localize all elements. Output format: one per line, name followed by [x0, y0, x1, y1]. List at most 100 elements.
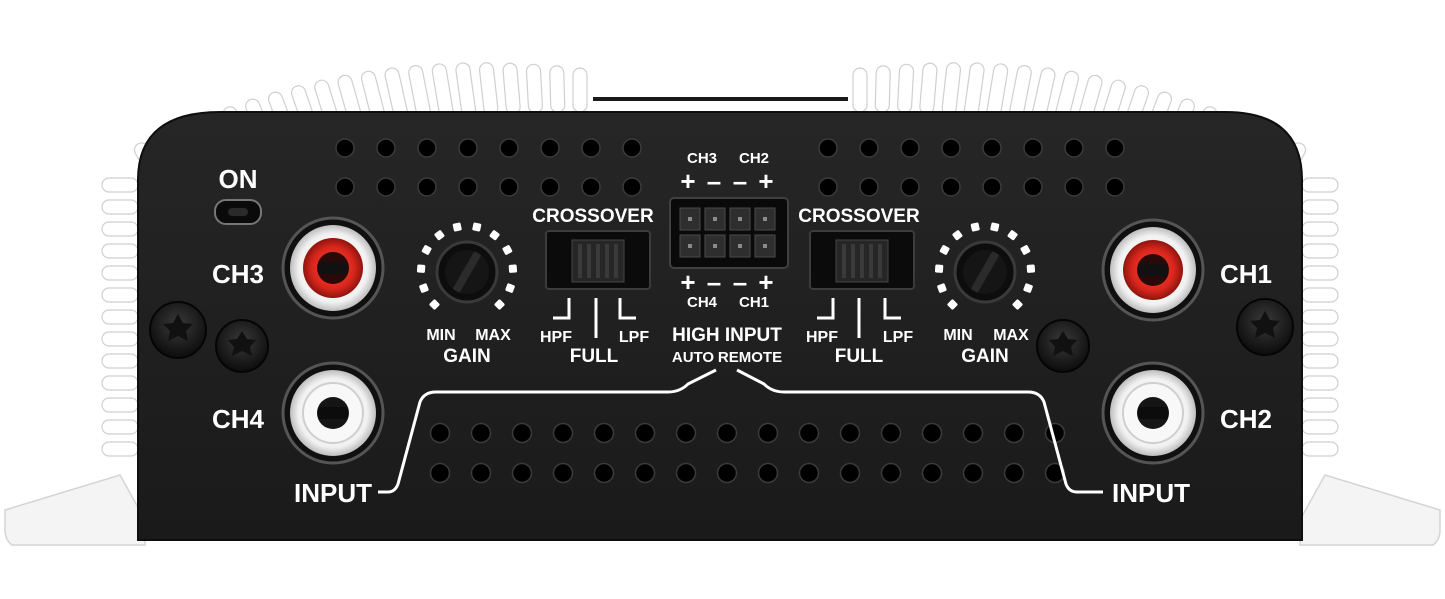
heatsink-fin	[101, 375, 139, 391]
vent-hole	[1105, 138, 1125, 158]
heatsink-fin	[1301, 309, 1339, 325]
vent-hole	[798, 462, 820, 484]
vent-hole	[622, 177, 642, 197]
gain-knob-right[interactable]	[953, 240, 1017, 304]
heatsink-fin	[1301, 221, 1339, 237]
gain-tick	[419, 283, 429, 293]
vent-hole	[470, 462, 492, 484]
vent-holes	[335, 138, 1125, 484]
heatsink-fin	[478, 62, 499, 116]
gain-scale-left	[416, 222, 518, 310]
gain-tick	[1023, 283, 1033, 293]
vent-hole	[622, 138, 642, 158]
crossover-right-full: FULL	[835, 346, 884, 367]
vent-hole	[798, 422, 820, 444]
vent-hole	[716, 422, 738, 444]
high-input-connector[interactable]	[669, 197, 789, 269]
heatsink-fin	[101, 309, 139, 325]
vent-hole	[757, 462, 779, 484]
gain-knob-left[interactable]	[435, 240, 499, 304]
channel-label-ch3: CH3	[212, 259, 264, 289]
vent-hole	[634, 422, 656, 444]
gain-tick	[421, 245, 432, 255]
screw-icon	[1236, 298, 1294, 356]
gain-tick	[952, 230, 963, 241]
heatsink-fin	[919, 62, 938, 115]
vent-hole	[634, 462, 656, 484]
vent-hole	[982, 138, 1002, 158]
vent-hole	[552, 462, 574, 484]
vent-hole	[859, 177, 879, 197]
vent-hole	[376, 138, 396, 158]
heatsink-fin	[101, 221, 139, 237]
crossover-switch-left[interactable]	[545, 230, 651, 290]
vent-hole	[982, 177, 1002, 197]
gain-tick	[1012, 299, 1023, 310]
connector-top-pol-4: +	[758, 166, 773, 196]
heatsink-fin	[101, 353, 139, 369]
mounting-screws	[149, 298, 1294, 373]
heatsink-fin	[1301, 177, 1339, 193]
vent-hole	[859, 138, 879, 158]
vent-hole	[1003, 462, 1025, 484]
gain-tick	[970, 222, 980, 232]
gain-tick	[434, 230, 445, 241]
heatsink-fin	[101, 331, 139, 347]
gain-scale-right	[934, 222, 1036, 310]
vent-hole	[880, 462, 902, 484]
heatsink-fin	[1301, 331, 1339, 347]
vent-hole	[818, 177, 838, 197]
rca-jack-ch2[interactable]	[1101, 361, 1205, 465]
gain-tick	[1026, 264, 1036, 273]
vent-hole	[941, 177, 961, 197]
gain-tick	[502, 245, 513, 255]
vent-hole	[1064, 138, 1084, 158]
vent-hole	[962, 462, 984, 484]
vent-hole	[675, 422, 697, 444]
heatsink-fin	[455, 62, 477, 118]
vent-hole	[1064, 177, 1084, 197]
heatsink-fin	[1301, 419, 1339, 435]
vent-hole	[470, 422, 492, 444]
heatsink-fin	[1301, 353, 1339, 369]
heatsink-fin	[963, 62, 985, 118]
screw-icon	[149, 301, 207, 359]
vent-hole	[921, 422, 943, 444]
vent-hole	[593, 422, 615, 444]
connector-bottom-pol-1: +	[680, 267, 695, 297]
input-label-left: INPUT	[294, 478, 372, 508]
vent-hole	[839, 422, 861, 444]
crossover-right-lines	[817, 298, 901, 338]
rca-jack-ch1[interactable]	[1101, 218, 1205, 322]
heatsink-fin	[101, 419, 139, 435]
connector-top-pol-1: +	[680, 166, 695, 196]
heatsink-fin	[1301, 441, 1339, 457]
vent-hole	[499, 138, 519, 158]
vent-hole	[581, 177, 601, 197]
vent-hole	[429, 462, 451, 484]
heatsink-fin	[852, 67, 868, 113]
heatsink-fin	[101, 243, 139, 259]
vent-hole	[499, 177, 519, 197]
vent-hole	[1023, 138, 1043, 158]
crossover-right-hpf: HPF	[806, 329, 838, 346]
gain-tick	[947, 299, 958, 310]
heatsink-fin	[101, 287, 139, 303]
connector-top-left-channel: CH3	[687, 150, 717, 167]
gain-tick	[505, 283, 515, 293]
gain-tick	[472, 222, 482, 232]
heatsink-fin	[941, 62, 962, 116]
gain-left-min: MIN	[426, 327, 455, 344]
input-bracket-line	[378, 368, 1103, 494]
connector-bottom-pol-2: –	[707, 267, 721, 297]
vent-hole	[757, 422, 779, 444]
vent-hole	[1023, 177, 1043, 197]
gain-left-label: GAIN	[443, 346, 491, 367]
vent-hole	[880, 422, 902, 444]
rca-jack-ch4[interactable]	[281, 361, 385, 465]
crossover-switch-right[interactable]	[809, 230, 915, 290]
gain-tick	[494, 299, 505, 310]
vent-hole	[1105, 177, 1125, 197]
rca-jack-ch3[interactable]	[281, 216, 385, 320]
vent-hole	[552, 422, 574, 444]
